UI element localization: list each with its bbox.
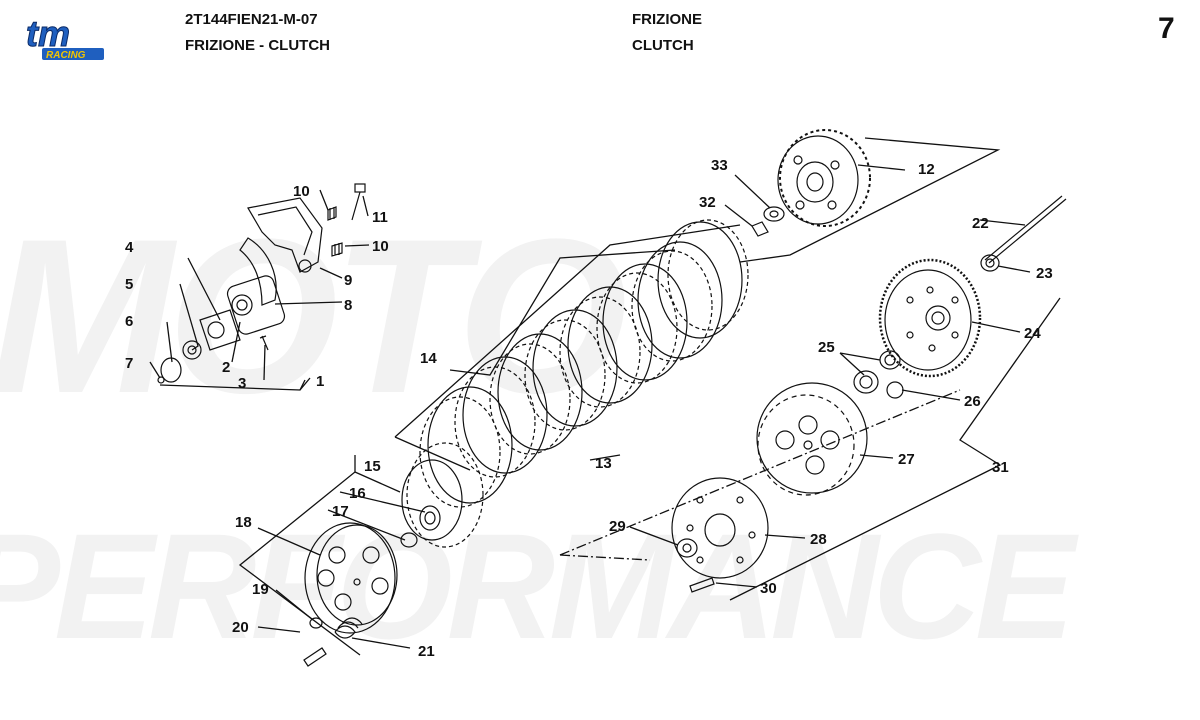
callout-4: 4 (125, 239, 134, 256)
callout-32: 32 (699, 194, 716, 211)
callout-9: 9 (344, 272, 352, 289)
logo-brand-text: tm (26, 14, 70, 54)
callout-6: 6 (125, 313, 133, 330)
callout-3: 3 (238, 375, 246, 392)
callout-1: 1 (316, 373, 324, 390)
callout-29: 29 (609, 518, 626, 535)
callout-16: 16 (349, 485, 366, 502)
callout-31: 31 (992, 459, 1009, 476)
callout-13: 13 (595, 455, 612, 472)
logo-badge (42, 48, 104, 60)
driven-gear-24 (878, 258, 982, 378)
thrust-plate-28 (671, 477, 769, 579)
callout-18: 18 (235, 514, 252, 531)
clutch-hub-27 (756, 382, 868, 496)
callout-19: 19 (252, 581, 269, 598)
title-italian: FRIZIONE (632, 11, 702, 28)
tm-racing-logo: tm RACING (26, 14, 104, 61)
callout-labels: 1 2 3 4 5 6 7 8 9 10 10 11 12 13 14 15 1… (125, 157, 1053, 660)
callout-7: 7 (125, 355, 133, 372)
callout-11: 11 (372, 209, 388, 226)
clutch-lever-assembly (157, 183, 366, 384)
callout-15: 15 (364, 458, 381, 475)
callout-25: 25 (818, 339, 835, 356)
document-code: 2T144FIEN21-M-07 (185, 11, 318, 28)
callout-12: 12 (918, 161, 935, 178)
callout-5: 5 (125, 276, 133, 293)
callout-24: 24 (1024, 325, 1041, 342)
callout-26: 26 (964, 393, 981, 410)
callout-22: 22 (972, 215, 989, 232)
leader-lines (149, 137, 1061, 656)
callout-8: 8 (344, 297, 352, 314)
callout-27: 27 (898, 451, 915, 468)
title-english: CLUTCH (632, 37, 694, 54)
page-header: tm RACING 2T144FIEN21-M-07 FRIZIONE - CL… (0, 0, 1200, 70)
pressure-plate-18 (304, 522, 398, 634)
callout-14: 14 (420, 350, 437, 367)
page-number: 7 (1158, 12, 1175, 45)
callout-23: 23 (1036, 265, 1053, 282)
callout-17: 17 (332, 503, 349, 520)
primary-gear-12 (777, 129, 871, 227)
callout-30: 30 (760, 580, 777, 597)
callout-10-bottom: 10 (372, 238, 389, 255)
callout-20: 20 (232, 619, 249, 636)
callout-10-top: 10 (293, 183, 310, 200)
section-title: FRIZIONE - CLUTCH (185, 37, 330, 54)
logo-sub-text: RACING (46, 50, 86, 61)
callout-21: 21 (418, 643, 435, 660)
callout-28: 28 (810, 531, 827, 548)
clutch-plate-stack (401, 219, 749, 548)
callout-2: 2 (222, 359, 230, 376)
callout-33: 33 (711, 157, 728, 174)
